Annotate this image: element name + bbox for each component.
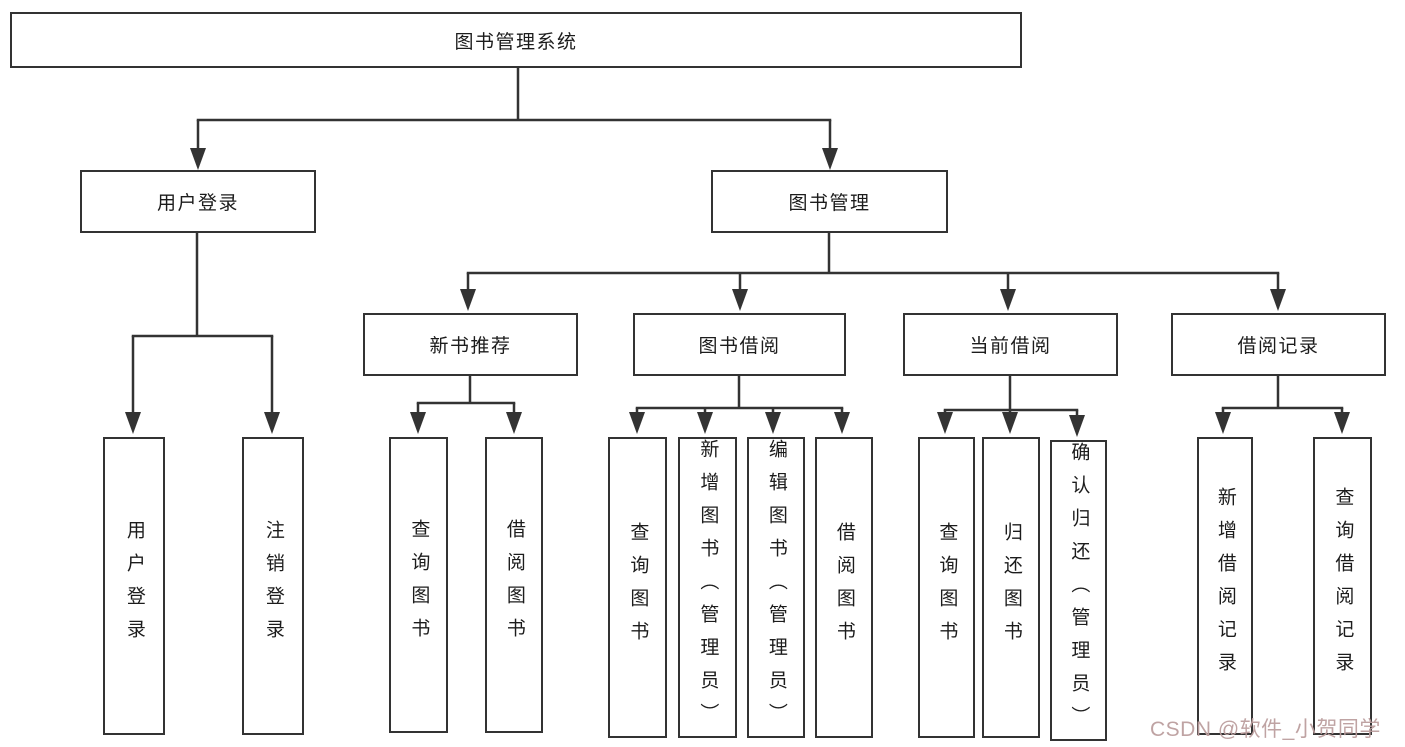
node-current-borrow: 当前借阅 bbox=[903, 313, 1118, 376]
leaf-label: 新增借阅记录 bbox=[1214, 487, 1236, 685]
leaf-query-books-1: 查询图书 bbox=[389, 437, 448, 733]
leaf-label: 查询图书 bbox=[627, 521, 649, 654]
leaf-return-books: 归还图书 bbox=[982, 437, 1040, 738]
leaf-logout: 注销登录 bbox=[242, 437, 304, 735]
leaf-query-books-3: 查询图书 bbox=[918, 437, 975, 738]
leaf-label: 查询借阅记录 bbox=[1332, 487, 1354, 685]
node-user-login-group: 用户登录 bbox=[80, 170, 316, 233]
node-borrow-records: 借阅记录 bbox=[1171, 313, 1386, 376]
leaf-label: 查询图书 bbox=[936, 521, 958, 654]
leaf-label: 注销登录 bbox=[262, 520, 284, 652]
leaf-query-books-2: 查询图书 bbox=[608, 437, 667, 738]
leaf-edit-books-admin: 编辑图书（管理员） bbox=[747, 437, 805, 738]
leaf-borrow-books-1: 借阅图书 bbox=[485, 437, 543, 733]
leaf-add-borrow-record: 新增借阅记录 bbox=[1197, 437, 1253, 735]
leaf-query-borrow-record: 查询借阅记录 bbox=[1313, 437, 1372, 735]
leaf-confirm-return-admin: 确认归还（管理员） bbox=[1050, 440, 1107, 741]
leaf-label: 用户登录 bbox=[123, 520, 145, 652]
node-book-borrow: 图书借阅 bbox=[633, 313, 846, 376]
leaf-label: 新增图书（管理员） bbox=[697, 439, 719, 736]
leaf-add-books-admin: 新增图书（管理员） bbox=[678, 437, 737, 738]
leaf-borrow-books-2: 借阅图书 bbox=[815, 437, 873, 738]
leaf-label: 借阅图书 bbox=[833, 521, 855, 654]
node-new-book-recommend: 新书推荐 bbox=[363, 313, 578, 376]
leaf-label: 确认归还（管理员） bbox=[1068, 442, 1090, 739]
leaf-label: 借阅图书 bbox=[503, 519, 525, 651]
node-library-system: 图书管理系统 bbox=[10, 12, 1022, 68]
leaf-user-login: 用户登录 bbox=[103, 437, 165, 735]
node-book-management: 图书管理 bbox=[711, 170, 948, 233]
leaf-label: 查询图书 bbox=[408, 519, 430, 651]
leaf-label: 归还图书 bbox=[1000, 521, 1022, 654]
leaf-label: 编辑图书（管理员） bbox=[765, 439, 787, 736]
